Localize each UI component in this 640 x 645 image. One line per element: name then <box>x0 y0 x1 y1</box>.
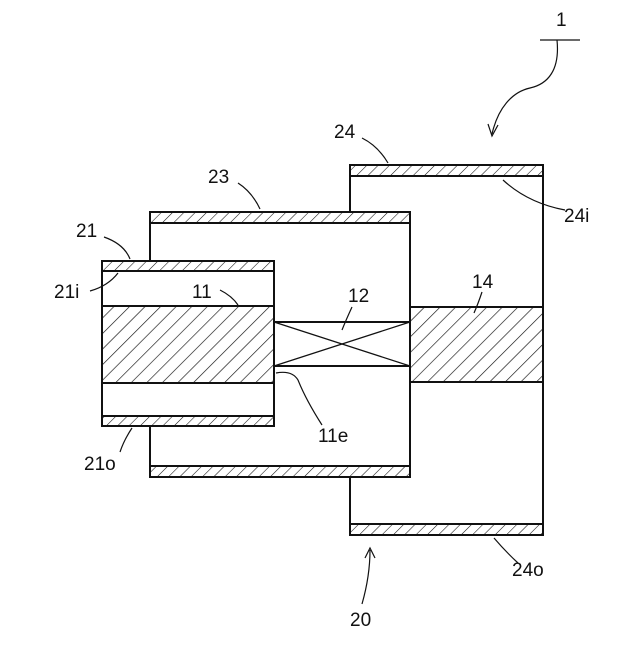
block-14 <box>410 307 543 382</box>
label-20: 20 <box>350 610 371 631</box>
label-21i: 21i <box>54 282 79 303</box>
leader-24i <box>503 180 565 210</box>
label-11: 11 <box>192 282 212 303</box>
block-11 <box>102 306 274 383</box>
leader-11 <box>220 290 238 305</box>
label-11e: 11e <box>318 426 348 447</box>
label-24: 24 <box>334 122 356 143</box>
leader-1 <box>492 40 580 134</box>
label-21: 21 <box>76 221 97 242</box>
leader-21o <box>120 428 132 452</box>
label-21o: 21o <box>84 454 116 475</box>
leader-24 <box>362 138 388 163</box>
leader-23 <box>238 183 260 209</box>
leader-21 <box>104 237 130 259</box>
label-24i: 24i <box>564 206 589 227</box>
label-14: 14 <box>472 272 494 293</box>
label-24o: 24o <box>512 560 544 581</box>
leader-11e <box>276 372 322 425</box>
leader-21i <box>90 273 118 291</box>
leader-20 <box>362 550 370 604</box>
label-12: 12 <box>348 286 369 307</box>
label-1: 1 <box>556 10 567 31</box>
label-23: 23 <box>208 167 229 188</box>
